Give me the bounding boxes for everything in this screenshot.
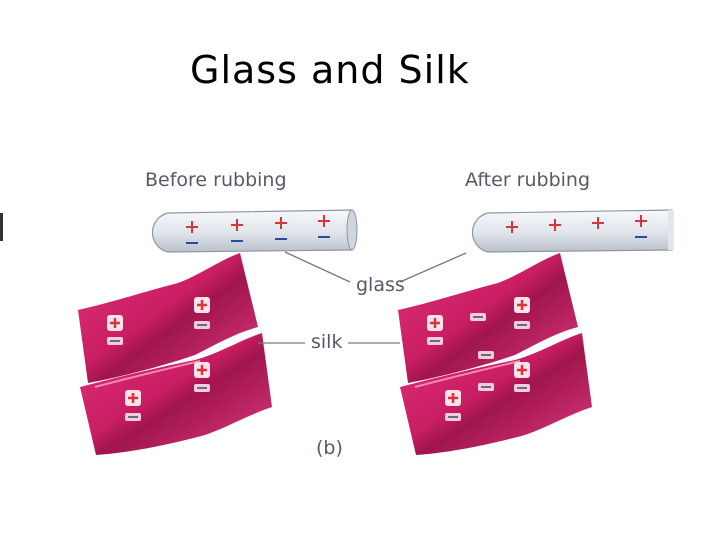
edge-mark	[0, 213, 3, 241]
glass-label: glass	[356, 274, 405, 296]
glass-rod-after	[471, 209, 674, 253]
figure-caption: (b)	[316, 437, 343, 459]
silk-before	[78, 253, 272, 455]
charge-figure: Before rubbing After rubbing	[0, 155, 720, 475]
glass-pointer-right	[399, 252, 467, 283]
after-rubbing-label: After rubbing	[465, 169, 591, 191]
glass-pointer-left	[284, 251, 351, 283]
before-rubbing-label: Before rubbing	[145, 169, 287, 191]
slide-title: Glass and Silk	[190, 48, 470, 92]
glass-rod-before	[151, 209, 358, 253]
silk-label: silk	[311, 331, 343, 353]
silk-after	[398, 253, 592, 455]
diagram-svg	[0, 209, 674, 455]
